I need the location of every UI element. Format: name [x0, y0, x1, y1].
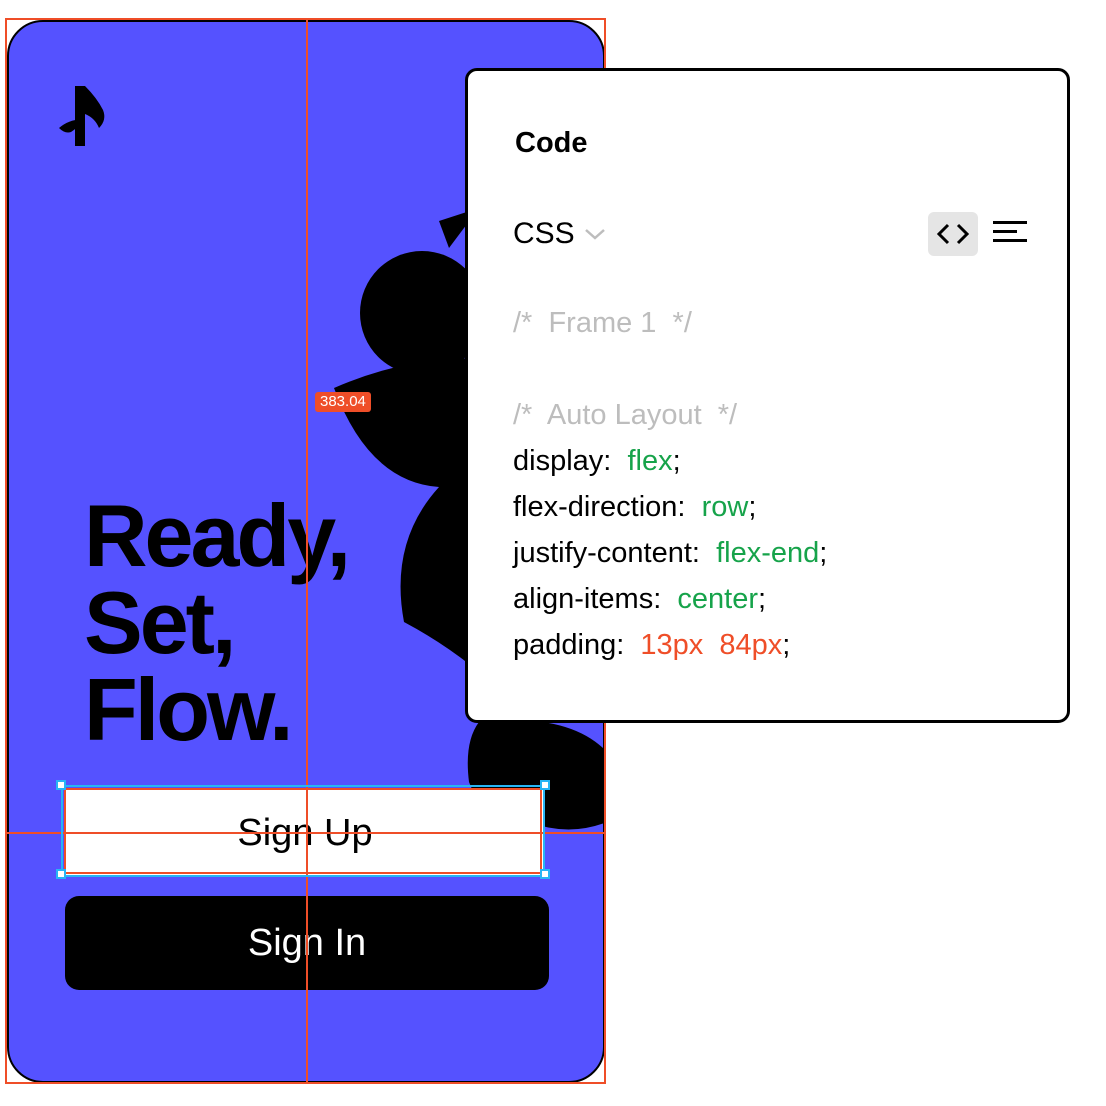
css-property: padding: — [513, 629, 625, 661]
headline-line: Set, — [84, 573, 236, 672]
code-view-toggle[interactable] — [928, 212, 978, 256]
align-lines-icon[interactable] — [993, 218, 1029, 246]
css-value: row — [701, 491, 749, 523]
sign-up-button[interactable]: Sign Up — [65, 789, 545, 877]
panel-title: Code — [515, 127, 588, 159]
resize-handle-top-right[interactable] — [540, 780, 550, 790]
code-comment: /* Frame 1 */ — [513, 307, 692, 339]
resize-handle-bottom-right[interactable] — [540, 869, 550, 879]
css-property: display: — [513, 445, 612, 477]
chevron-down-icon — [584, 229, 605, 240]
language-label: CSS — [513, 217, 575, 250]
resize-handle-bottom-left[interactable] — [56, 869, 66, 879]
resize-handle-top-left[interactable] — [56, 780, 66, 790]
css-value: flex — [627, 445, 673, 477]
code-line: padding: 13px 84px; — [513, 629, 791, 661]
language-dropdown[interactable]: CSS — [513, 217, 607, 251]
code-inspector-panel: Code CSS /* Frame 1 */ /* Auto Layout */… — [465, 68, 1070, 723]
css-property: justify-content: — [513, 537, 700, 569]
css-property: flex-direction: — [513, 491, 686, 523]
css-value: flex-end — [716, 537, 820, 569]
dimension-badge: 383.04 — [315, 392, 371, 412]
code-comment: /* Auto Layout */ — [513, 399, 738, 431]
music-note-logo-icon — [59, 86, 105, 146]
code-line: align-items: center; — [513, 583, 767, 615]
css-property: align-items: — [513, 583, 662, 615]
code-line: flex-direction: row; — [513, 491, 757, 523]
code-line: justify-content: flex-end; — [513, 537, 828, 569]
headline-line: Ready, — [84, 486, 351, 585]
code-line: display: flex; — [513, 445, 681, 477]
sign-in-button[interactable]: Sign In — [65, 896, 549, 990]
css-value: center — [677, 583, 759, 615]
headline-line: Flow. — [84, 660, 294, 759]
code-brackets-icon — [936, 223, 970, 245]
hero-headline: Ready, Set, Flow. — [84, 486, 351, 759]
css-value: 13px 84px — [640, 629, 783, 661]
